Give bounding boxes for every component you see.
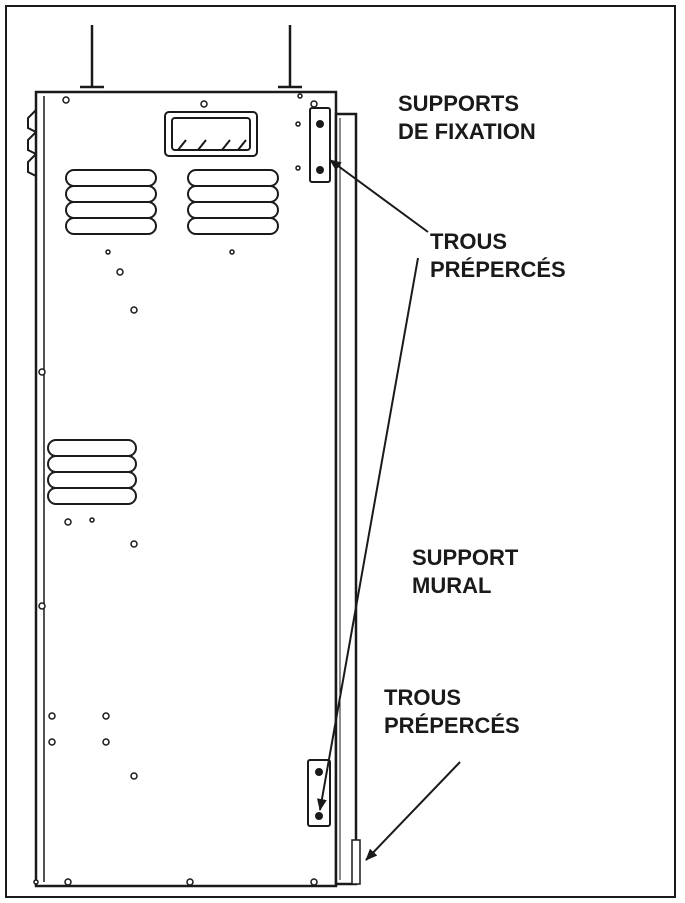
label-support-mural: SUPPORT MURAL	[412, 544, 518, 600]
left-side-tabs	[27, 109, 37, 177]
leader-bottom-holes-label	[365, 761, 461, 861]
label-line-1: SUPPORT	[412, 545, 519, 570]
vent-louvres-upper-right	[187, 169, 279, 235]
leader-top-to-top-holes	[329, 159, 429, 233]
label-supports-de-fixation: SUPPORTS DE FIXATION	[398, 90, 536, 146]
label-line-2: DE FIXATION	[398, 119, 536, 144]
label-line-1: TROUS	[384, 685, 461, 710]
screws	[33, 93, 318, 886]
label-line-1: TROUS	[430, 229, 507, 254]
label-line-2: MURAL	[412, 573, 492, 598]
label-trous-prepercés-top: TROUS PRÉPERCÉS	[430, 228, 566, 284]
vent-louvres-middle-left	[47, 439, 137, 505]
label-line-2: PRÉPERCÉS	[384, 713, 520, 738]
top-mounting-bracket	[309, 107, 331, 183]
label-line-2: PRÉPERCÉS	[430, 257, 566, 282]
label-trous-prepercés-bottom: TROUS PRÉPERCÉS	[384, 684, 520, 740]
hanging-wires	[80, 25, 302, 89]
vent-louvres-upper-left	[65, 169, 157, 235]
leader-top-to-bottom-holes	[316, 257, 419, 811]
handle-slot	[164, 111, 258, 157]
leader-lines	[316, 159, 461, 861]
label-line-1: SUPPORTS	[398, 91, 520, 116]
